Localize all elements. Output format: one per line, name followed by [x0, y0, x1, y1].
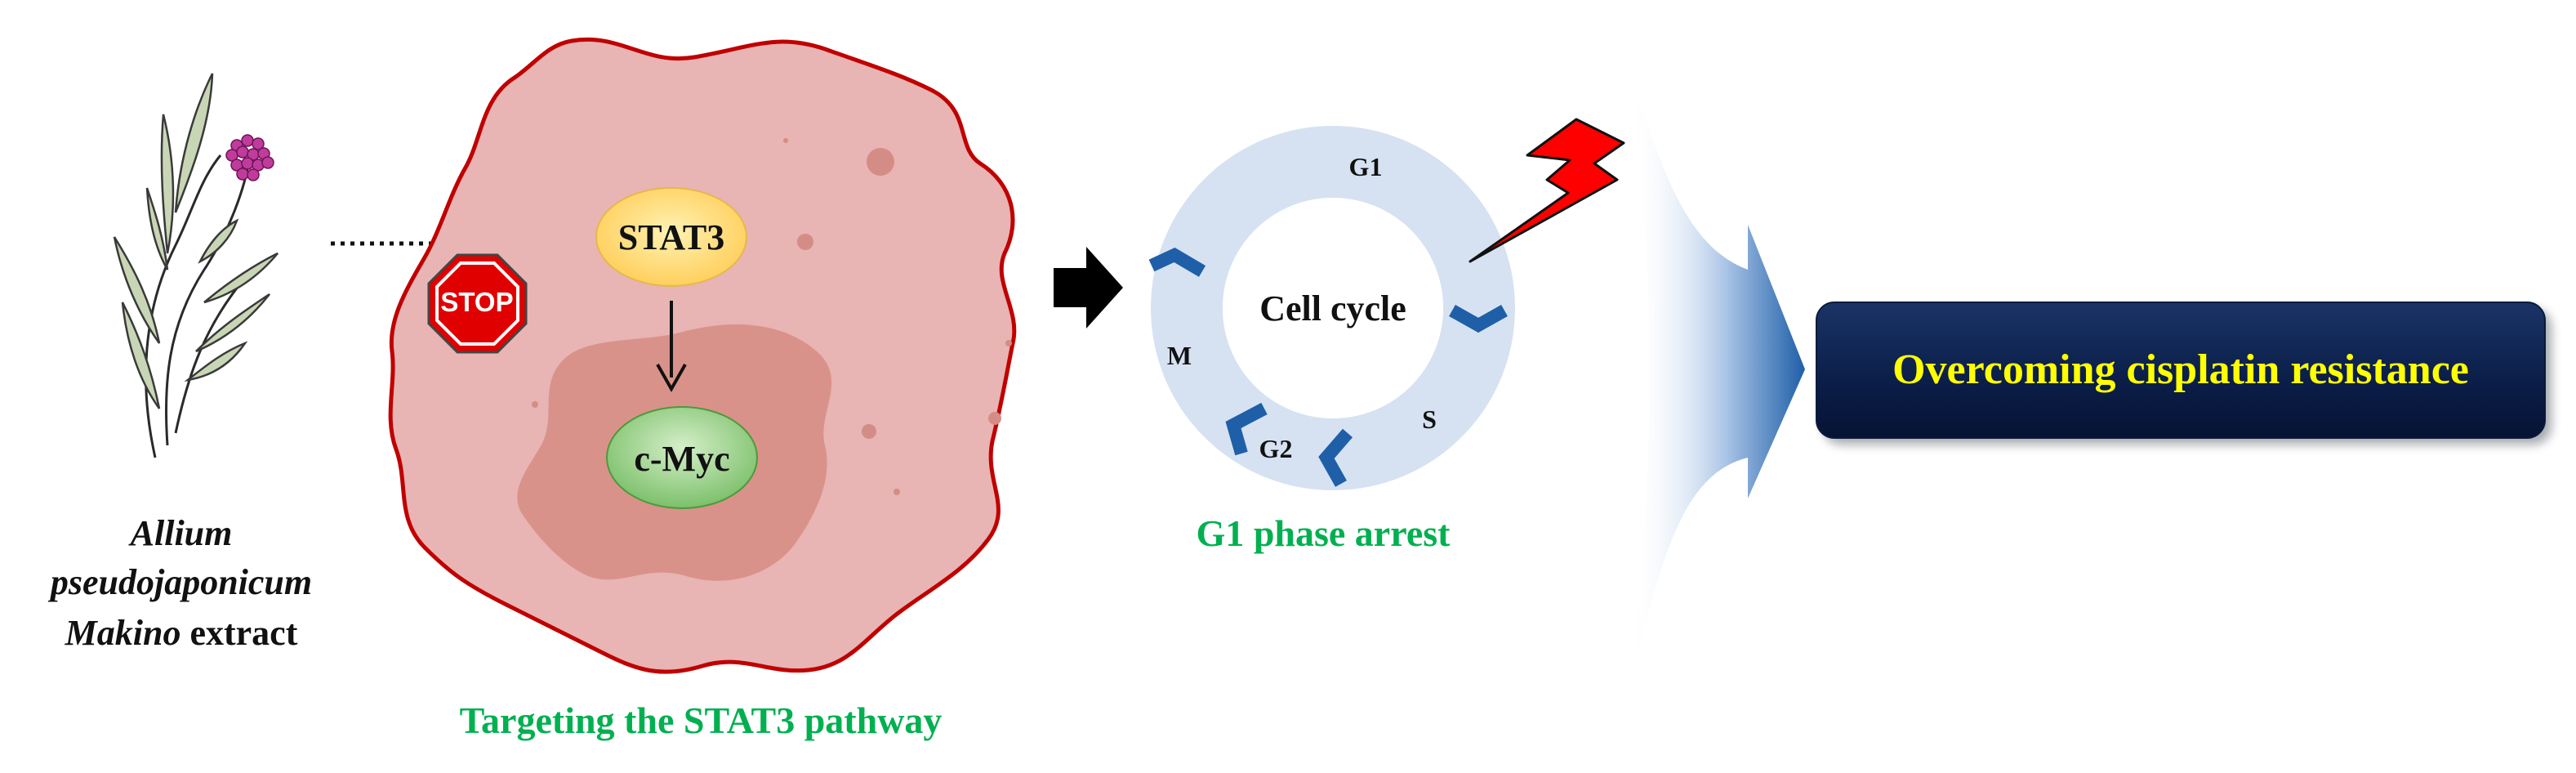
organelle-dot: [1005, 340, 1012, 346]
checkpoint-marker-g2-m-lower: [1225, 402, 1268, 456]
flow-arrow-icon: [1054, 247, 1123, 328]
phase-label-m: M: [1167, 341, 1192, 370]
stop-sign: STOP: [427, 253, 528, 354]
plant-caption-extract: extract: [180, 613, 297, 653]
cell-cycle-center-label: Cell cycle: [1259, 288, 1406, 328]
cmyc-label: c-Myc: [634, 439, 729, 479]
checkpoint-marker-s-g2: [1318, 428, 1353, 487]
result-banner-text: Overcoming cisplatin resistance: [1892, 346, 2469, 393]
phase-label-g1: G1: [1349, 152, 1383, 181]
plant-caption-line-1: Allium: [128, 513, 233, 553]
stat3-label: STAT3: [618, 217, 724, 257]
result-banner: Overcoming cisplatin resistance: [1816, 302, 2551, 445]
organelle-dot: [988, 412, 1001, 425]
cmyc-node: [606, 406, 758, 509]
plant-caption: Allium pseudojaponicum Makino extract: [47, 513, 312, 653]
plant-caption-line-3: Makino extract: [65, 613, 298, 653]
stop-sign-label: STOP: [440, 287, 513, 317]
stat3-to-cmyc-arrow: [656, 301, 687, 393]
organelle-dot: [797, 234, 813, 250]
organelle-dot: [867, 148, 894, 176]
phase-label-g2: G2: [1259, 434, 1293, 463]
checkpoint-marker-g1-s: [1449, 305, 1508, 333]
organelle-dot: [894, 489, 900, 495]
pathway-caption: Targeting the STAT3 pathway: [460, 699, 943, 741]
plant-caption-makino: Makino: [65, 613, 181, 653]
organelle-dot: [862, 424, 876, 439]
flower-cluster: [225, 134, 274, 181]
lightning-bolt-icon: [1468, 118, 1625, 263]
stat3-node: [595, 187, 747, 287]
plant-caption-line-2: pseudojaponicum: [47, 562, 312, 602]
cancer-cell: [388, 37, 1017, 674]
checkpoint-marker-m-g1: [1148, 247, 1206, 277]
organelle-dot: [783, 138, 788, 143]
organelle-dot: [532, 401, 538, 408]
arrest-caption: G1 phase arrest: [1197, 512, 1451, 554]
large-gradient-arrow: [1629, 74, 1805, 686]
phase-label-s: S: [1422, 404, 1437, 434]
cell-cycle-diagram: Cell cycle G1 S G2 M: [1148, 126, 1515, 490]
allium-plant-illustration: [113, 73, 279, 458]
